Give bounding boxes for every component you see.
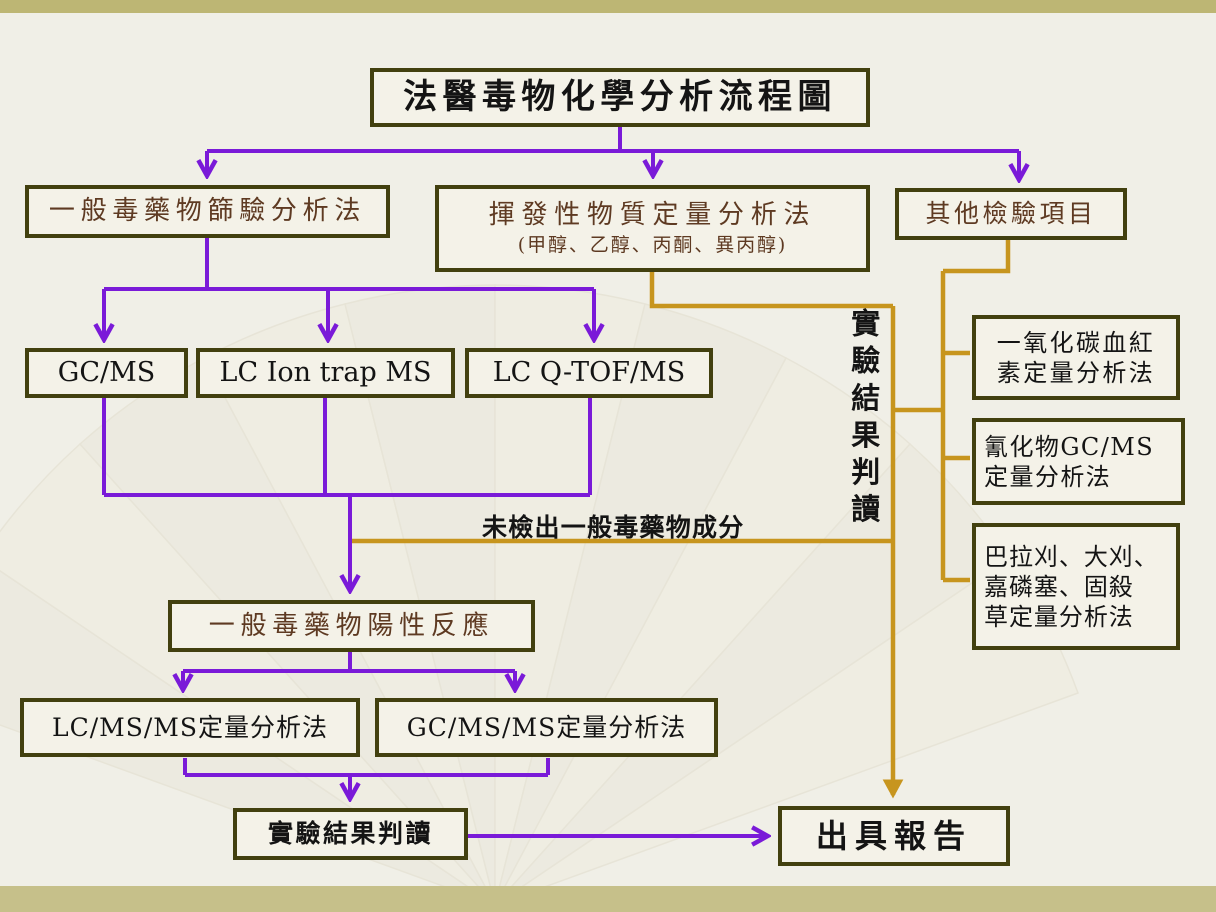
node-cyanide-line1: 氰化物GC/MS	[984, 432, 1155, 461]
node-lc-ms-ms-quant-label: LC/MS/MS定量分析法	[51, 712, 329, 742]
node-gc-ms: GC/MS	[25, 348, 188, 398]
top-border-bar	[0, 0, 1216, 13]
node-result-interpretation-label: 實驗結果判讀	[267, 819, 433, 849]
node-herbicides-quantitative: 巴拉刈、大刈、 嘉磷塞、固殺 草定量分析法	[972, 523, 1180, 650]
not-detected-label: 未檢出一般毒藥物成分	[482, 513, 745, 542]
node-cyanide-line2: 定量分析法	[984, 462, 1112, 491]
node-lc-ion-trap-ms: LC Ion trap MS	[196, 348, 455, 398]
node-positive-reaction-label: 一般毒藥物陽性反應	[208, 610, 495, 641]
node-positive-reaction: 一般毒藥物陽性反應	[168, 600, 535, 652]
gold-other-tests-stub	[943, 240, 1011, 274]
node-herbicides-line3: 草定量分析法	[984, 602, 1134, 631]
node-volatile-quantitative: 揮發性物質定量分析法 (甲醇、乙醇、丙酮、異丙醇)	[435, 185, 870, 272]
node-volatile-line2: (甲醇、乙醇、丙酮、異丙醇)	[517, 233, 788, 256]
node-cyanide-gcms: 氰化物GC/MS 定量分析法	[972, 418, 1185, 505]
node-herbicides-line1: 巴拉刈、大刈、	[984, 542, 1159, 571]
node-issue-report-label: 出具報告	[815, 817, 973, 855]
node-lc-qtof-ms: LC Q-TOF/MS	[465, 348, 713, 398]
gold-volatile-to-main	[649, 272, 893, 309]
node-other-tests: 其他檢驗項目	[895, 188, 1127, 240]
node-co-hemoglobin-line1: 一氧化碳血紅	[996, 328, 1156, 357]
vertical-result-interpretation-label: 實驗結果判讀	[846, 308, 881, 531]
node-gc-ms-ms-quant: GC/MS/MS定量分析法	[375, 698, 718, 757]
node-volatile-line1: 揮發性物質定量分析法	[488, 200, 817, 231]
node-herbicides-line2: 嘉磷塞、固殺	[984, 572, 1134, 601]
node-lc-ion-trap-ms-label: LC Ion trap MS	[219, 357, 432, 389]
node-other-tests-label: 其他檢驗項目	[925, 199, 1097, 229]
node-result-interpretation: 實驗結果判讀	[233, 808, 468, 860]
flowchart-title-text: 法醫毒物化學分析流程圖	[403, 77, 837, 118]
node-co-hemoglobin-line2: 素定量分析法	[996, 358, 1156, 387]
node-co-hemoglobin: 一氧化碳血紅 素定量分析法	[972, 315, 1180, 400]
node-general-screening-label: 一般毒藥物篩驗分析法	[48, 196, 367, 227]
node-general-screening: 一般毒藥物篩驗分析法	[25, 185, 390, 238]
node-gc-ms-label: GC/MS	[57, 357, 156, 389]
bottom-border-bar	[0, 886, 1216, 912]
node-lc-ms-ms-quant: LC/MS/MS定量分析法	[20, 698, 360, 757]
flowchart-title: 法醫毒物化學分析流程圖	[370, 68, 870, 127]
node-issue-report: 出具報告	[778, 806, 1010, 866]
node-lc-qtof-ms-label: LC Q-TOF/MS	[492, 357, 686, 389]
node-gc-ms-ms-quant-label: GC/MS/MS定量分析法	[406, 712, 687, 742]
